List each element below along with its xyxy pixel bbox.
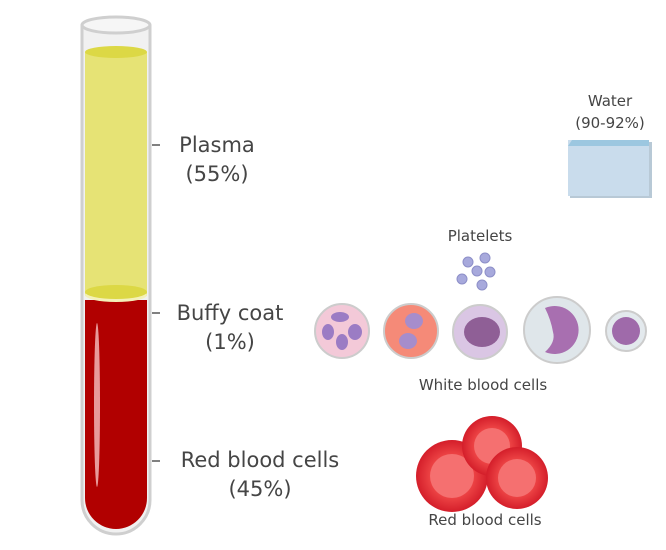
- plasma-layer: [85, 52, 147, 296]
- eosinophil-icon: [383, 303, 439, 359]
- buffy-coat-percent: (1%): [205, 330, 255, 354]
- monocyte-icon: [523, 296, 591, 364]
- plasma-label: Plasma (55%): [172, 131, 262, 189]
- lymphocyte-icon: [605, 310, 647, 352]
- white-blood-cells-label: White blood cells: [418, 376, 548, 394]
- white-blood-cells-icon: [314, 296, 647, 364]
- water-icon: [568, 140, 652, 198]
- plasma-percent: (55%): [185, 162, 249, 186]
- test-tube: [80, 15, 152, 536]
- basophil-icon: [452, 304, 508, 360]
- plasma-name: Plasma: [179, 133, 255, 157]
- buffy-coat-label: Buffy coat (1%): [170, 299, 290, 357]
- red-blood-cells-icon: [416, 416, 548, 512]
- buffy-coat-name: Buffy coat: [176, 301, 284, 325]
- red-blood-cells-name: Red blood cells: [180, 448, 340, 472]
- platelets-label: Platelets: [447, 227, 513, 245]
- red-blood-cells-caption: Red blood cells: [428, 511, 542, 529]
- platelets-icon: [456, 252, 496, 291]
- label-ticks: [152, 144, 160, 462]
- red-blood-cells-label: Red blood cells (45%): [170, 446, 350, 504]
- red-blood-cells-percent: (45%): [228, 477, 292, 501]
- water-percent: (90-92%): [575, 114, 645, 132]
- water-name: Water: [587, 92, 633, 110]
- red-blood-cells-layer: [85, 300, 147, 529]
- neutrophil-icon: [314, 303, 370, 359]
- water-label: Water (90-92%): [560, 90, 660, 134]
